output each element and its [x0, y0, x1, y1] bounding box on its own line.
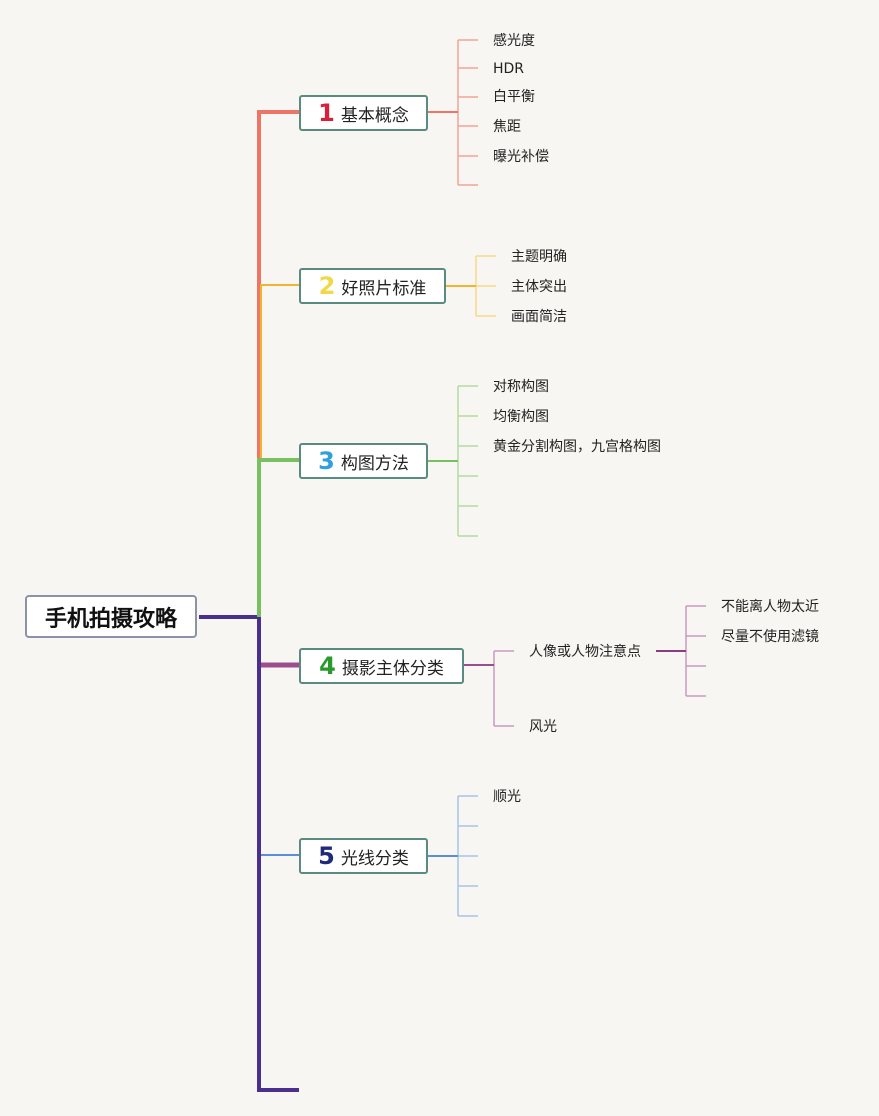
- number-5-icon: 5: [318, 842, 335, 870]
- branch-2-bracket: [475, 255, 496, 317]
- trunk-purple: [257, 617, 299, 1092]
- number-1-icon: 1: [318, 99, 335, 127]
- branch-4-sub-bracket: [685, 605, 706, 697]
- branch-4-bracket: [493, 650, 514, 727]
- number-2-icon: 2: [318, 272, 336, 300]
- topic-label: 构图方法: [340, 453, 409, 474]
- trunk-green: [257, 458, 299, 617]
- topic-light-types[interactable]: 5 光线分类: [299, 838, 428, 874]
- leaf-node[interactable]: 主体突出: [511, 279, 567, 295]
- leaf-node[interactable]: 黄金分割构图，九宫格构图: [493, 439, 661, 455]
- branch-5-bracket: [457, 795, 478, 917]
- trunk-orange: [260, 284, 299, 460]
- leaf-node[interactable]: 主题明确: [511, 249, 567, 265]
- topic-subject-types[interactable]: 4 摄影主体分类: [299, 648, 464, 684]
- leaf-node[interactable]: 感光度: [493, 33, 535, 49]
- topic-composition[interactable]: 3 构图方法: [299, 443, 428, 479]
- leaf-node[interactable]: HDR: [493, 61, 525, 77]
- leaf-node[interactable]: 曝光补偿: [493, 149, 549, 165]
- topic-label: 基本概念: [340, 105, 409, 126]
- leaf-node[interactable]: 顺光: [493, 789, 521, 805]
- topic-label: 摄影主体分类: [341, 658, 444, 679]
- leaf-node[interactable]: 人像或人物注意点: [529, 644, 641, 660]
- number-4-icon: 4: [319, 652, 336, 680]
- root-label: 手机拍摄攻略: [44, 606, 177, 632]
- topic-basic-concepts[interactable]: 1 基本概念: [299, 95, 428, 131]
- leaf-node[interactable]: 均衡构图: [493, 409, 549, 425]
- leaf-node[interactable]: 不能离人物太近: [721, 599, 819, 615]
- number-3-icon: 3: [318, 447, 335, 475]
- topic-good-photo-standard[interactable]: 2 好照片标准: [299, 268, 446, 304]
- root-node[interactable]: 手机拍摄攻略: [25, 595, 197, 638]
- topic-label: 好照片标准: [341, 278, 427, 299]
- leaf-node[interactable]: 风光: [529, 719, 557, 735]
- leaf-node[interactable]: 尽量不使用滤镜: [721, 629, 819, 645]
- branch-3-bracket: [457, 385, 478, 537]
- leaf-node[interactable]: 对称构图: [493, 379, 549, 395]
- topic-label: 光线分类: [340, 848, 409, 869]
- leaf-node[interactable]: 焦距: [493, 119, 521, 135]
- leaf-node[interactable]: 白平衡: [493, 89, 535, 105]
- trunk-red: [257, 110, 299, 460]
- leaf-node[interactable]: 画面简洁: [511, 309, 567, 325]
